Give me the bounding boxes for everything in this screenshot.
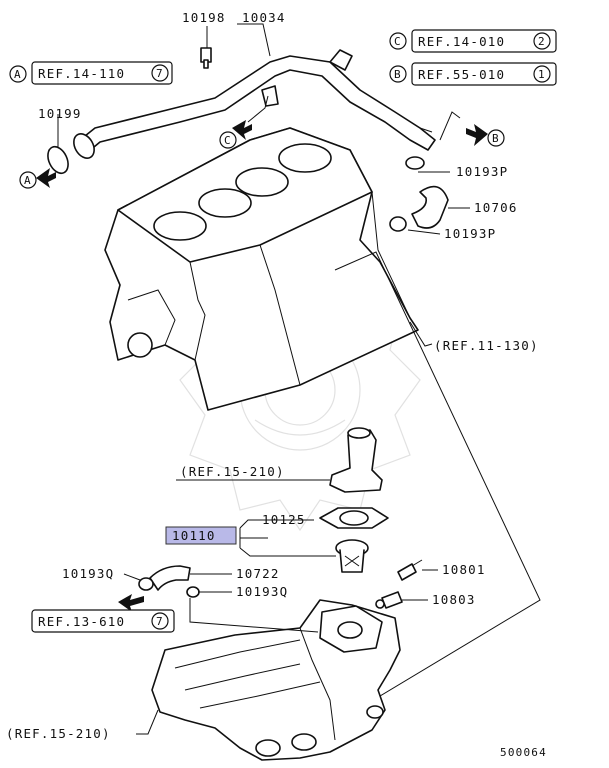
arrow-b-right <box>466 124 488 146</box>
marker-a-left[interactable]: A <box>19 171 37 189</box>
label-10193Q-left: 10193Q <box>62 566 114 581</box>
label-10722: 10722 <box>236 566 280 581</box>
ref-14-110-num: 7 <box>156 67 163 80</box>
arrow-ref-13-610 <box>118 594 144 612</box>
leader-lines <box>57 23 541 735</box>
clip-10193P-upper <box>405 156 425 170</box>
label-10199: 10199 <box>38 106 82 121</box>
sensor-10801 <box>397 559 423 581</box>
svg-text:A: A <box>24 174 31 187</box>
thermostat-10110 <box>335 539 369 573</box>
ref-13-610-box[interactable]: REF.13-610 7 <box>31 609 175 633</box>
clip-10193Q-left <box>138 577 154 591</box>
label-10193P-lower: 10193P <box>444 226 496 241</box>
part-number-labels: 10198 10034 10199 10193P 10706 10193P 10… <box>38 10 518 607</box>
ref-55-010-letter: B <box>394 68 401 81</box>
water-pipe-10034 <box>73 49 436 159</box>
label-10110-highlight <box>165 526 237 545</box>
label-10198: 10198 <box>182 10 226 25</box>
label-10034: 10034 <box>242 10 286 25</box>
ref-14-110-letter: A <box>14 68 21 81</box>
label-10803: 10803 <box>432 592 476 607</box>
ref-14-010-box[interactable]: C REF.14-010 2 <box>389 29 557 53</box>
arrow-a-left <box>36 168 56 188</box>
ref-13-610-text: REF.13-610 <box>38 614 125 629</box>
intake-manifold <box>151 599 401 761</box>
bolt-10198 <box>200 47 212 69</box>
ref-55-010-text: REF.55-010 <box>418 67 505 82</box>
svg-text:C: C <box>224 134 231 147</box>
ref-14-010-num: 2 <box>538 35 545 48</box>
arrow-c-mid <box>232 120 252 140</box>
o-ring-10199 <box>47 145 69 175</box>
clip-10193Q-right <box>186 586 200 598</box>
label-10801: 10801 <box>442 562 486 577</box>
ref-55-010-num: 1 <box>538 68 545 81</box>
ref-15-210-lower[interactable]: (REF.15-210) <box>6 726 111 741</box>
thermostat-housing <box>329 427 383 493</box>
gasket-10125 <box>319 507 389 529</box>
engine-block <box>104 127 419 411</box>
ref-13-610-num: 7 <box>156 615 163 628</box>
marker-b-right[interactable]: B <box>487 129 505 147</box>
ref-14-110-text: REF.14-110 <box>38 66 125 81</box>
diagram-number: 500064 <box>500 746 547 759</box>
label-10193Q-right: 10193Q <box>236 584 288 599</box>
label-10125: 10125 <box>262 512 306 527</box>
label-10706: 10706 <box>474 200 518 215</box>
ref-55-010-box[interactable]: B REF.55-010 1 <box>389 62 557 86</box>
svg-text:B: B <box>492 132 499 145</box>
ref-14-010-text: REF.14-010 <box>418 34 505 49</box>
label-10193P-upper: 10193P <box>456 164 508 179</box>
ref-14-110-box[interactable]: A REF.14-110 7 <box>9 61 173 85</box>
ref-14-010-letter: C <box>394 35 401 48</box>
label-10110: 10110 <box>172 528 216 543</box>
ref-11-130[interactable]: (REF.11-130) <box>434 338 539 353</box>
marker-c-mid[interactable]: C <box>219 131 237 149</box>
clip-10193P-lower <box>389 216 407 232</box>
sensor-10803 <box>375 591 403 609</box>
hose-10722 <box>149 565 191 591</box>
hose-10706 <box>411 185 449 229</box>
ref-15-210-upper[interactable]: (REF.15-210) <box>180 464 285 479</box>
